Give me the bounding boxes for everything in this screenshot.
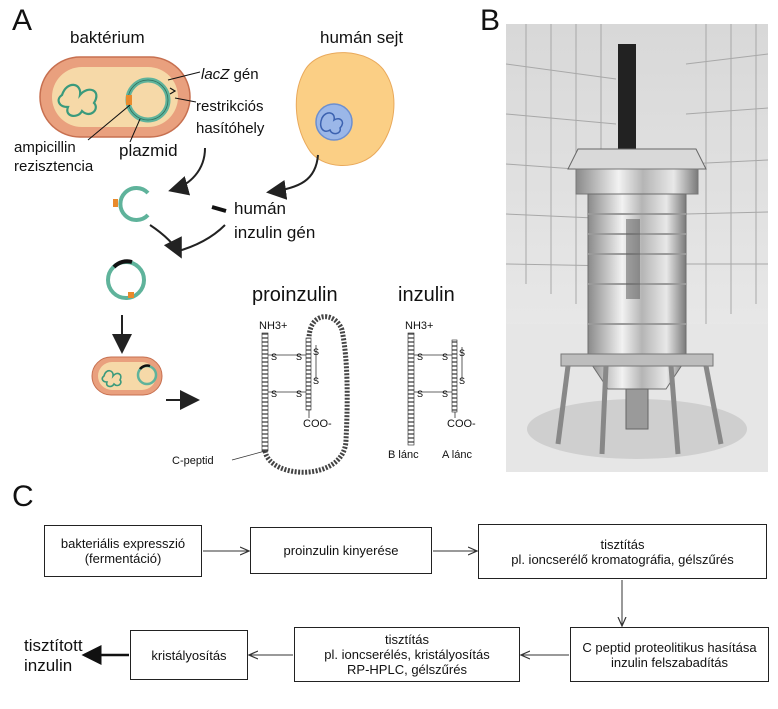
svg-text:S: S (296, 352, 302, 362)
b-chain-label: B lánc (388, 449, 419, 461)
svg-text:S: S (459, 376, 465, 386)
svg-text:S: S (417, 352, 423, 362)
panel-b-letter: B (480, 4, 501, 37)
svg-text:S: S (442, 389, 448, 399)
proinsulin-structure: S S S S S S (231, 314, 350, 475)
insulin-coo-label: COO- (447, 418, 476, 430)
restriction-site-label-2: hasítóhely (196, 120, 265, 137)
recombinant-plasmid (106, 259, 146, 300)
human-insulin-gene-label-1: humán (234, 199, 286, 218)
bacterium-label: baktérium (70, 28, 145, 47)
insulin-structure: S S S S S S (407, 332, 465, 446)
bacterium (39, 56, 201, 143)
panel-c-arrows (81, 480, 778, 665)
step-bacterial-expression: bakteriális expresszió(fermentáció) (44, 525, 202, 577)
step-crystallization: kristályosítás (130, 630, 248, 680)
svg-text:S: S (296, 389, 302, 399)
insulin-gene-fragment (211, 205, 227, 213)
svg-text:S: S (459, 348, 465, 358)
proinsulin-title: proinzulin (252, 284, 338, 306)
insulin-nh3-label: NH3+ (405, 320, 434, 332)
human-cell-label: humán sejt (320, 28, 404, 47)
human-insulin-gene-label-2: inzulin gén (234, 223, 316, 242)
step-proinsulin-recovery: proinzulin kinyerése (250, 527, 432, 574)
svg-text:S: S (271, 352, 277, 362)
svg-text:S: S (417, 389, 423, 399)
svg-text:S: S (271, 389, 277, 399)
restriction-site-label-1: restrikciós (196, 98, 264, 115)
c-peptide-label: C-peptid (172, 455, 214, 467)
lacz-label: lacZ gén (201, 66, 259, 83)
ampicillin-label-1: ampicillin (14, 139, 76, 156)
panel-a-illustration: S S S S S S S S S S S S (39, 52, 465, 475)
result-label-2: inzulin (24, 656, 73, 675)
svg-text:S: S (313, 376, 319, 386)
panel-a-letter: A (12, 4, 33, 37)
svg-text:S: S (442, 352, 448, 362)
plasmid-label: plazmid (119, 141, 178, 160)
transformed-bacterium (91, 356, 163, 396)
result-label-1: tisztított (24, 636, 83, 655)
insulin-title: inzulin (398, 284, 455, 306)
human-cell (295, 52, 395, 166)
a-chain-label: A lánc (442, 449, 472, 461)
proinsulin-coo-label: COO- (303, 418, 332, 430)
bioreactor-photo (506, 24, 768, 472)
ampicillin-label-2: rezisztencia (14, 158, 94, 175)
proinsulin-nh3-label: NH3+ (259, 320, 288, 332)
panel-c-letter: C (12, 480, 34, 513)
svg-text:S: S (313, 347, 319, 357)
open-plasmid (113, 186, 150, 222)
